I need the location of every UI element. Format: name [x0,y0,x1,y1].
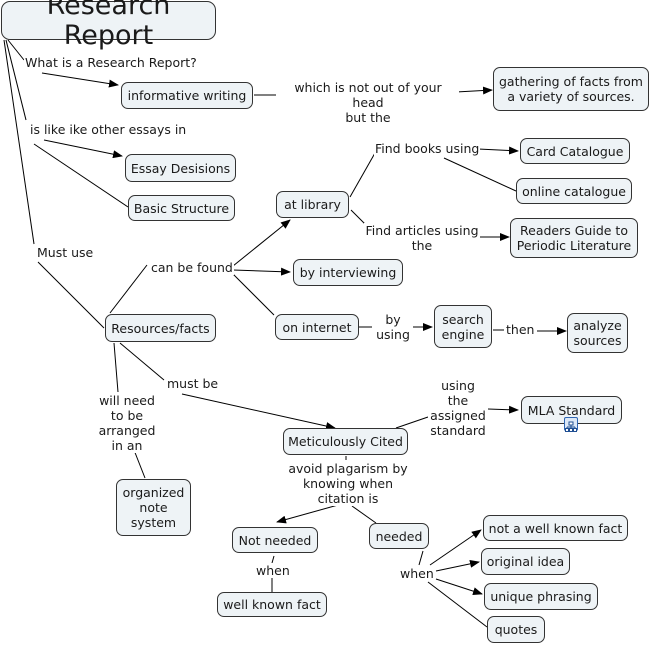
node-card-catalogue[interactable]: Card Catalogue [520,138,630,164]
node-not-needed[interactable]: Not needed [232,527,318,553]
line-library-findbooks [349,152,376,198]
node-analyze-sources[interactable]: analyze sources [567,313,628,353]
node-basic-structure[interactable]: Basic Structure [128,195,235,221]
line-mustuse-resources [37,261,105,329]
node-online-catalogue[interactable]: online catalogue [516,178,632,204]
link-find-books: Find books using [374,141,481,156]
line-islike-basic [33,143,129,208]
node-by-interviewing[interactable]: by interviewing [293,259,403,286]
line-notneeded-when [271,555,275,564]
line-library-findarticles [350,209,367,226]
line-when-quotes [427,581,488,628]
node-organized-note-system[interactable]: organized note system [116,479,191,536]
line-willneed-organized [133,449,146,479]
line-root-islike [5,39,27,121]
link-using-standard: using the assigned standard [428,378,488,438]
line-resources-mustbe [119,342,165,381]
node-research-report[interactable]: Research Report [1,0,216,50]
node-mla-standard[interactable]: MLA Standard [521,396,622,424]
node-at-library[interactable]: at library [276,191,349,218]
link-then: then [505,322,536,337]
node-well-known-fact[interactable]: well known fact [217,592,327,617]
node-unique-phrasing[interactable]: unique phrasing [484,583,598,610]
line-canbefound-library [232,219,291,267]
link-avoid-plagarism: avoid plagarism by knowing when citation… [286,461,410,506]
node-needed[interactable]: needed [369,523,429,549]
line-needed-when [418,550,424,566]
line-islike-essay [43,139,123,159]
line-root-mustuse [3,39,35,245]
link-will-need: will need to be arranged in an [96,393,158,453]
line-when-original [435,559,480,572]
line-mustbe-cited [181,393,336,430]
line-findbooks-online [443,157,517,192]
line-root-whatis [7,39,25,61]
line-which-gathering [455,86,493,95]
line-when-notwellknown [429,529,482,566]
line-resources-canbefound [109,264,148,314]
link-must-be: must be [166,376,220,391]
line-avoid-notneeded [276,504,339,524]
node-quotes[interactable]: quotes [487,616,545,643]
link-which-is-not: which is not out of your head but the [277,80,459,125]
line-findbooks-card [477,146,519,155]
node-not-well-known-fact[interactable]: not a well known fact [483,515,628,541]
link-by-using: by using [373,312,413,342]
link-find-articles: Find articles using the [364,223,480,253]
line-using-mla [487,405,519,414]
node-essay-desisions[interactable]: Essay Desisions [125,154,236,182]
link-what-is: What is a Research Report? [24,55,198,70]
link-must-use: Must use [36,245,95,260]
link-can-be-found: can be found [150,260,234,275]
line-whatis-informative [41,72,119,88]
line-canbefound-interviewing [232,267,291,276]
link-when-not-needed: when [255,563,291,578]
submap-icon[interactable] [564,417,578,432]
line-resources-willneed [113,342,119,393]
line-cited-using [395,416,429,429]
node-on-internet[interactable]: on internet [275,314,359,340]
line-canbefound-internet [232,273,275,316]
link-when-needed: when [399,566,435,581]
hierarchy-icon [565,421,577,432]
node-original-idea[interactable]: original idea [481,548,570,575]
node-readers-guide[interactable]: Readers Guide to Periodic Literature [510,218,638,258]
link-is-like: is like ike other essays in [29,122,188,137]
line-when-unique [435,578,483,596]
line-avoid-needed [351,505,377,524]
node-search-engine[interactable]: search engine [434,305,492,348]
node-resources-facts[interactable]: Resources/facts [105,314,216,342]
node-informative-writing[interactable]: informative writing [121,82,253,109]
node-gathering-facts[interactable]: gathering of facts from a variety of sou… [493,67,649,111]
node-meticulously-cited[interactable]: Meticulously Cited [283,428,408,455]
